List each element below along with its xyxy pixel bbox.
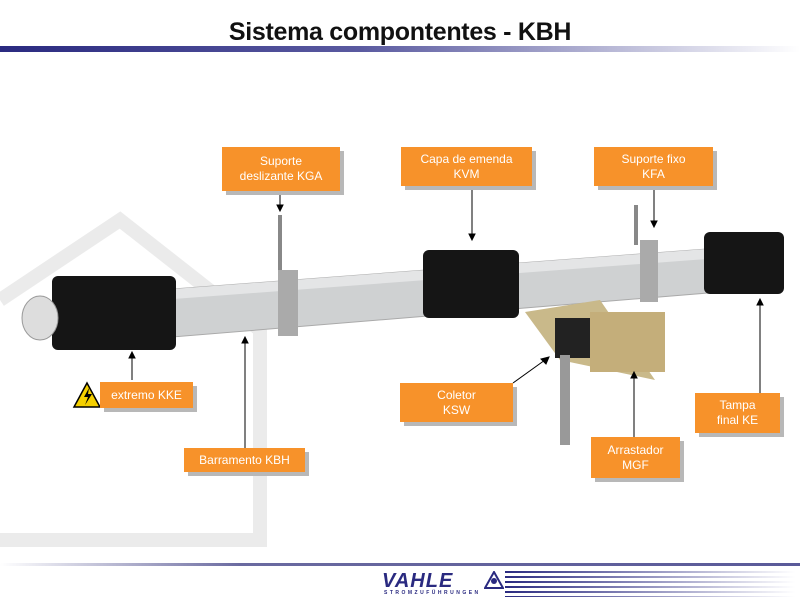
vahle-tagline: STROMZUFÜHRUNGEN xyxy=(384,590,481,596)
label-coletor-ksw: Coletor KSW xyxy=(400,383,513,422)
pointer-arrows xyxy=(128,186,764,448)
end-feed-kke xyxy=(52,276,176,350)
label-suporte-fixo-kfa: Suporte fixo KFA xyxy=(594,147,713,186)
label-tampa-final-ke: Tampa final KE xyxy=(695,393,780,433)
footer-line xyxy=(0,563,800,566)
title-underline xyxy=(0,46,800,52)
label-barramento-kbh: Barramento KBH xyxy=(184,448,305,472)
background-watermark xyxy=(0,211,267,547)
label-arrastador-mgf: Arrastador MGF xyxy=(591,437,680,478)
warning-icon xyxy=(72,381,102,408)
vahle-logo: VAHLE xyxy=(382,570,454,592)
vahle-logo-icon xyxy=(484,571,504,589)
logo-stripes xyxy=(505,571,795,597)
collector-ksw xyxy=(555,318,590,358)
hanger-kfa xyxy=(640,240,658,302)
label-extremo-kke: extremo KKE xyxy=(100,382,193,408)
hanger-kga xyxy=(278,270,298,336)
label-capa-de-emenda-kvm: Capa de emenda KVM xyxy=(401,147,532,186)
driver-mgf xyxy=(590,312,665,372)
slide-title: Sistema compontentes - KBH xyxy=(228,18,572,46)
joint-cover-kvm xyxy=(423,250,519,318)
label-suporte-deslizante-kga: Suporte deslizante KGA xyxy=(222,147,340,191)
end-cap-ke xyxy=(704,232,784,294)
